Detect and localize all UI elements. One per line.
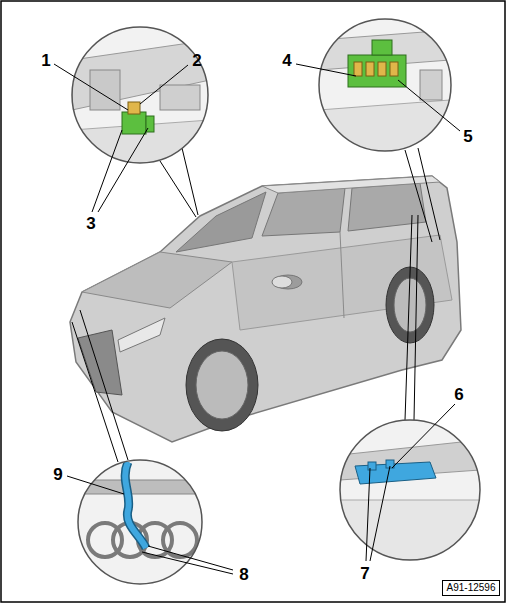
detail-view [340,420,480,560]
callout-number: 4 [282,52,291,69]
callout-leader [54,64,460,574]
leader-line [72,148,440,462]
detail-circle [340,420,480,560]
detail-view [78,460,202,584]
callout-number: 7 [360,565,369,582]
figure-number: A91-12596 [442,580,501,596]
detail-circle [78,460,202,584]
detail-circle [319,19,451,151]
detail-view [319,19,451,155]
callout-number: 3 [86,215,95,232]
callout-number: 5 [463,128,472,145]
callout-number: 2 [192,52,201,69]
callout-number: 1 [41,52,50,69]
detail-circle [72,27,208,163]
callout-number: 6 [454,386,463,403]
detail-view [72,27,210,170]
callout-number: 8 [239,566,248,583]
callout-number: 9 [53,466,62,483]
car-illustration [70,176,461,442]
